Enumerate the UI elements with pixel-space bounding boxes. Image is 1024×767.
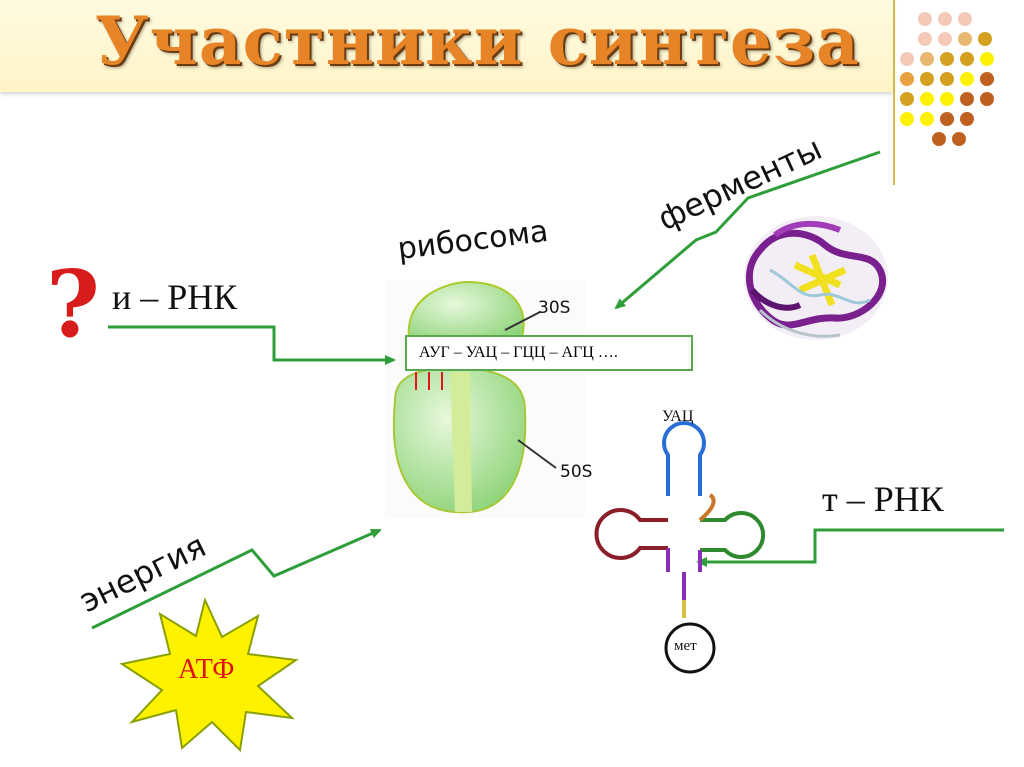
- trna-cloverleaf: [594, 421, 766, 674]
- decor-dot: [920, 72, 934, 86]
- decor-dot: [918, 32, 932, 46]
- decor-dot: [920, 112, 934, 126]
- small-subunit: [407, 280, 525, 346]
- arrow-mrna: [108, 325, 396, 365]
- decor-dot-grid: [900, 12, 1024, 172]
- arrow-trna: [696, 528, 1004, 567]
- decor-dot: [960, 52, 974, 66]
- label-30s: 30S: [538, 298, 571, 318]
- decor-dot: [980, 72, 994, 86]
- enzyme-protein-structure: [744, 216, 888, 340]
- label-50s: 50S: [560, 462, 593, 482]
- arrow-energy: [91, 528, 382, 630]
- label-amino-acid: мет: [674, 638, 697, 654]
- decor-vertical-line: [893, 0, 895, 185]
- ribosome-channel: [450, 372, 472, 512]
- arrow-enzymes: [614, 150, 881, 310]
- decor-dot: [958, 32, 972, 46]
- title-bar: [0, 0, 893, 92]
- decor-dot: [952, 132, 966, 146]
- decor-dot: [920, 92, 934, 106]
- pointer-30s: [504, 311, 541, 331]
- decor-dot: [900, 112, 914, 126]
- ribosome: [385, 280, 585, 518]
- decor-dot: [980, 52, 994, 66]
- decor-dot: [960, 92, 974, 106]
- decor-dot: [920, 52, 934, 66]
- decor-dot: [938, 32, 952, 46]
- question-mark-icon: ?: [46, 250, 100, 358]
- decor-dot: [940, 92, 954, 106]
- label-trna: т – РНК: [822, 479, 944, 519]
- label-mrna: и – РНК: [112, 277, 238, 317]
- decor-dot: [960, 72, 974, 86]
- amino-acid-circle: [664, 622, 716, 674]
- atp-star: [119, 596, 299, 753]
- pointer-50s: [517, 439, 557, 469]
- decor-dot: [900, 92, 914, 106]
- decor-dot: [940, 72, 954, 86]
- codon-sequence-box: АУГ – УАЦ – ГЦЦ – АГЦ ….: [405, 335, 693, 371]
- decor-dot: [940, 52, 954, 66]
- decor-dot: [980, 92, 994, 106]
- decor-dot: [978, 32, 992, 46]
- slide-title: Участники синтеза: [95, 2, 860, 80]
- label-atp: АТФ: [178, 654, 235, 685]
- decor-dot: [958, 12, 972, 26]
- decor-dot: [938, 12, 952, 26]
- decor-dot: [940, 112, 954, 126]
- decor-dot: [960, 112, 974, 126]
- decor-dot: [900, 52, 914, 66]
- decor-dot: [932, 132, 946, 146]
- decor-dot: [918, 12, 932, 26]
- decor-dot: [900, 72, 914, 86]
- label-anticodon: УАЦ: [662, 408, 694, 425]
